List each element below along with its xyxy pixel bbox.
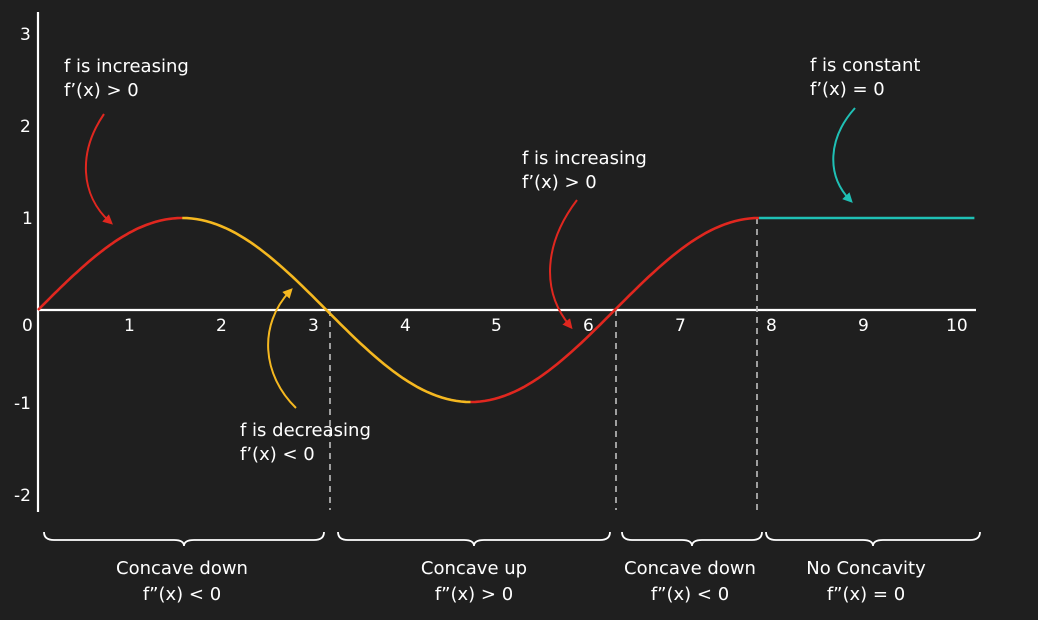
brace [337, 531, 611, 547]
x-tick-label: 6 [583, 316, 594, 336]
annotation-decreasing: f is decreasing f’(x) < 0 [240, 420, 371, 465]
x-tick-labels: 0 1 2 3 4 5 6 7 8 9 10 [22, 316, 968, 336]
x-tick-label: 7 [675, 316, 686, 336]
region-braces [43, 531, 981, 547]
region-concave-down-2: Concave down f”(x) < 0 [624, 558, 756, 605]
annotation-increasing-2: f is increasing f’(x) > 0 [522, 148, 647, 193]
annotation-title: f is constant [810, 55, 920, 76]
x-tick-label: 4 [400, 316, 411, 336]
function-curve [37, 216, 975, 404]
annotation-title: f is increasing [522, 148, 647, 169]
region-formula: f”(x) < 0 [651, 584, 729, 605]
curve-segment-decreasing [182, 216, 471, 404]
y-tick-label: 3 [20, 25, 31, 45]
x-tick-label: 3 [308, 316, 319, 336]
y-tick-label: -2 [14, 486, 31, 506]
y-tick-label: -1 [14, 394, 31, 414]
region-formula: f”(x) < 0 [143, 584, 221, 605]
y-tick-labels: 3 2 1 -1 -2 [14, 25, 33, 506]
region-formula: f”(x) = 0 [827, 584, 905, 605]
x-tick-label: 0 [22, 316, 33, 336]
region-concave-down-1: Concave down f”(x) < 0 [116, 558, 248, 605]
curve-segment-increasing [470, 216, 760, 404]
annotation-formula: f’(x) > 0 [522, 172, 597, 193]
annotation-title: f is decreasing [240, 420, 371, 441]
x-tick-label: 5 [491, 316, 502, 336]
brace [43, 531, 325, 547]
region-no-concavity: No Concavity f”(x) = 0 [806, 558, 926, 605]
x-tick-label: 2 [216, 316, 227, 336]
arrow-red-2 [549, 199, 578, 330]
annotation-formula: f’(x) < 0 [240, 444, 315, 465]
brace [621, 531, 763, 547]
brace [765, 531, 981, 547]
y-tick-label: 2 [20, 117, 31, 137]
region-label: Concave down [624, 558, 756, 579]
annotation-formula: f’(x) = 0 [810, 79, 885, 100]
x-tick-label: 1 [124, 316, 135, 336]
region-concave-up: Concave up f”(x) > 0 [421, 558, 527, 605]
region-label: Concave down [116, 558, 248, 579]
region-label: Concave up [421, 558, 527, 579]
annotation-constant: f is constant f’(x) = 0 [810, 55, 920, 100]
x-tick-label: 8 [766, 316, 777, 336]
annotation-title: f is increasing [64, 56, 189, 77]
x-tick-label: 9 [858, 316, 869, 336]
annotation-increasing-1: f is increasing f’(x) > 0 [64, 56, 189, 101]
arrow-teal [832, 107, 856, 203]
region-formula: f”(x) > 0 [435, 584, 513, 605]
x-tick-label: 10 [946, 316, 968, 336]
arrow-red-1 [85, 113, 113, 225]
annotation-formula: f’(x) > 0 [64, 80, 139, 101]
region-label: No Concavity [806, 558, 926, 579]
y-tick-label: 1 [22, 209, 33, 229]
arrow-yellow [267, 288, 297, 409]
curve-segment-increasing [37, 216, 183, 311]
